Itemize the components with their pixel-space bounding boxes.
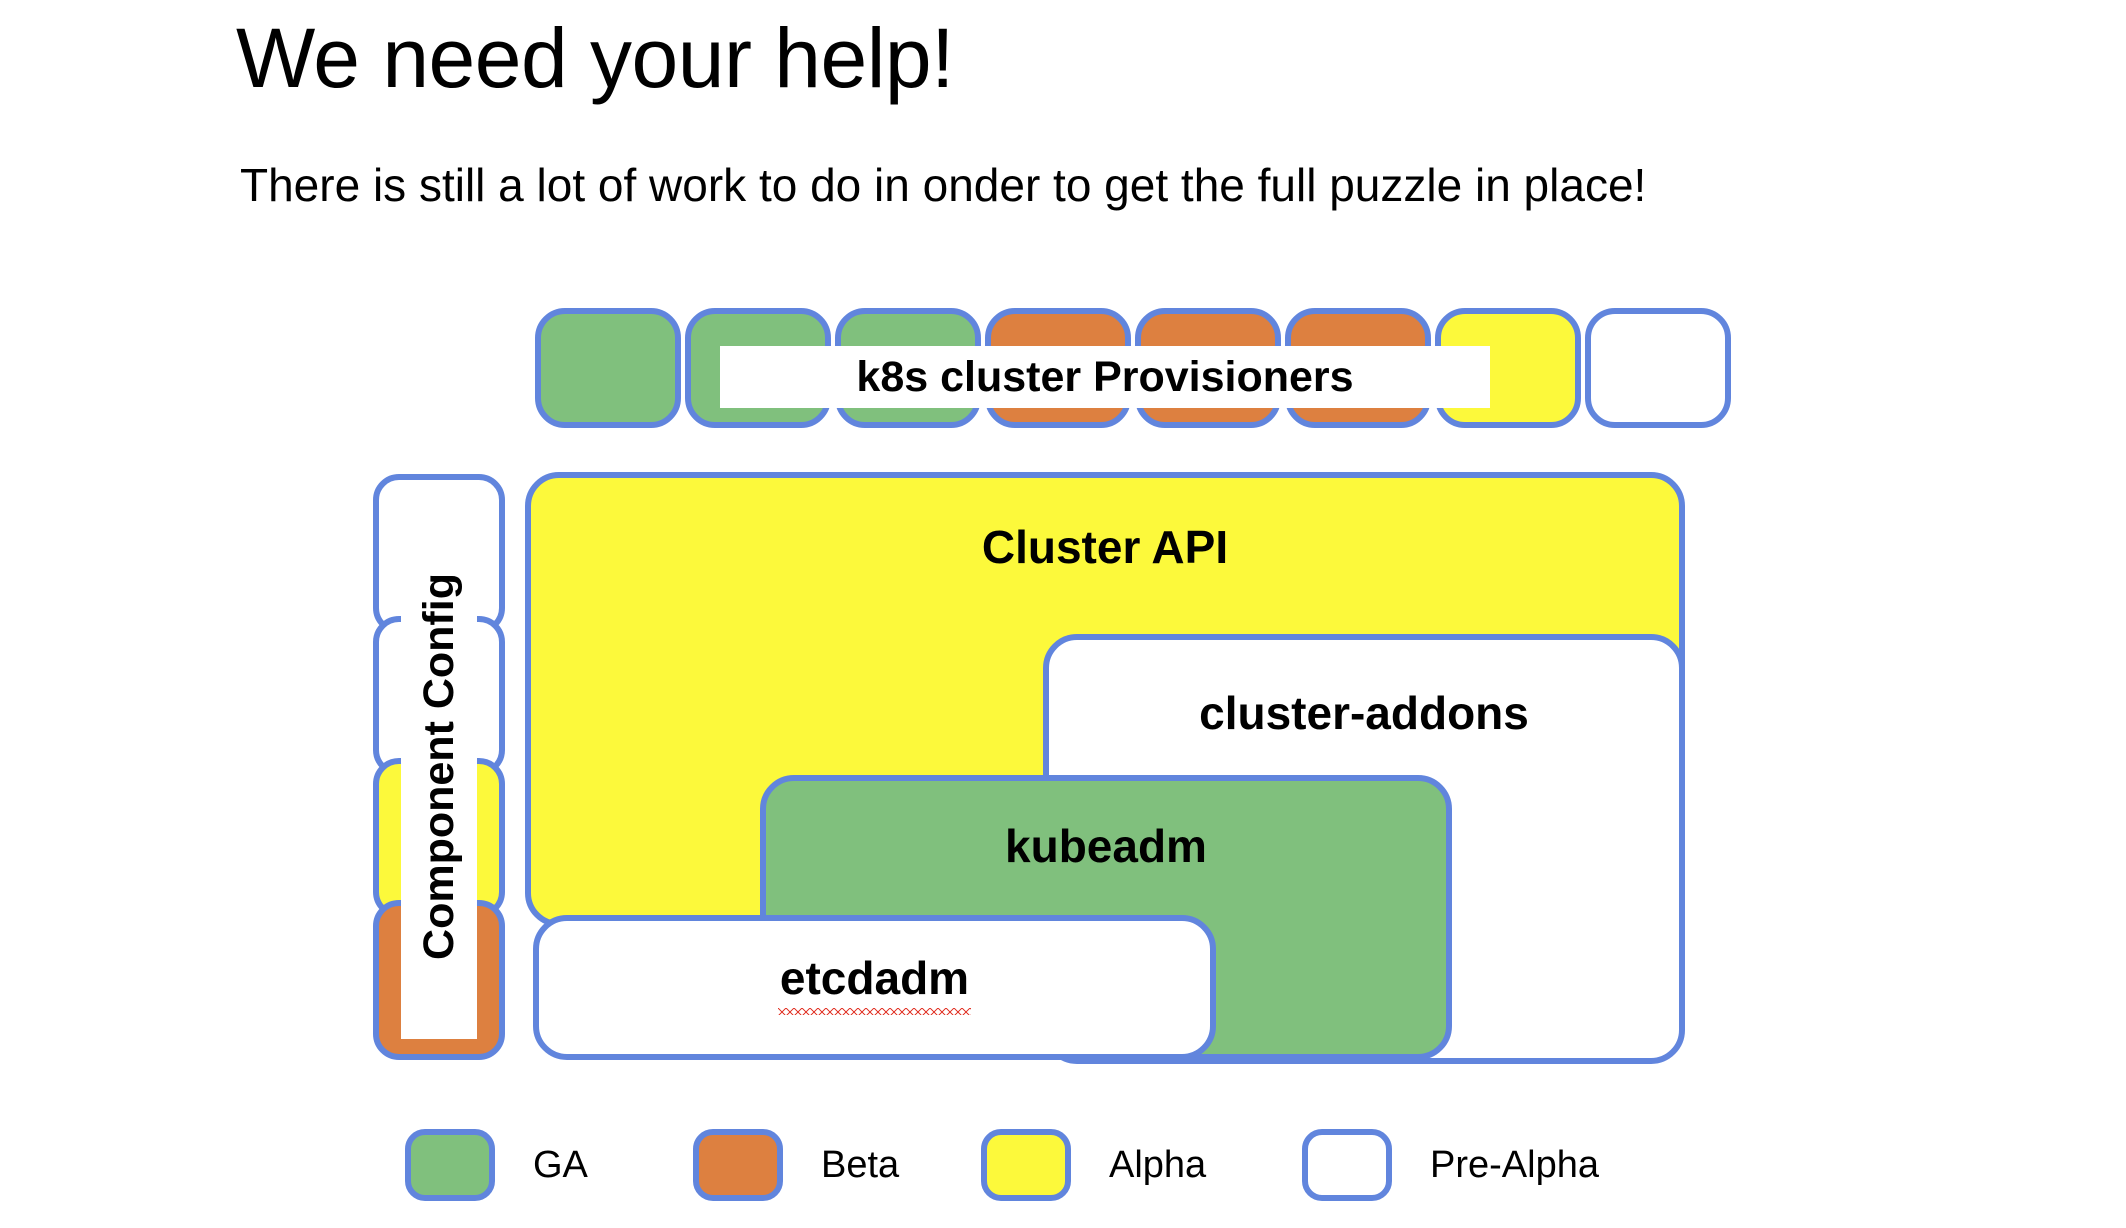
provisioner-box-8[interactable] xyxy=(1585,308,1731,428)
provisioner-box-7[interactable] xyxy=(1435,308,1581,428)
legend-swatch-alpha xyxy=(981,1129,1071,1201)
node-etcdadm[interactable]: etcdadm xyxy=(533,915,1216,1060)
provisioner-row-label: k8s cluster Provisioners xyxy=(720,346,1490,408)
node-cluster-addons-label: cluster-addons xyxy=(1199,687,1529,739)
provisioner-box-1[interactable] xyxy=(535,308,681,428)
legend-item-alpha: Alpha xyxy=(981,1125,1206,1205)
node-cluster-api-label: Cluster API xyxy=(981,521,1229,573)
component-config-label-text: Component Config xyxy=(414,573,463,960)
legend-label-alpha: Alpha xyxy=(1109,1143,1207,1186)
legend: GA Beta Alpha Pre-Alpha xyxy=(405,1125,1695,1210)
legend-label-ga: GA xyxy=(533,1143,588,1186)
legend-swatch-ga xyxy=(405,1129,495,1201)
component-config-label: Component Config xyxy=(401,494,477,1039)
legend-label-pre-alpha: Pre-Alpha xyxy=(1430,1143,1599,1186)
legend-label-beta: Beta xyxy=(821,1143,900,1186)
node-kubeadm-label: kubeadm xyxy=(1005,820,1207,872)
component-config-column: Component Config xyxy=(373,474,505,1060)
legend-swatch-pre-alpha xyxy=(1302,1129,1392,1201)
provisioner-row: k8s cluster Provisioners xyxy=(535,308,1731,428)
slide-subtitle: There is still a lot of work to do in on… xyxy=(240,159,1647,211)
node-etcdadm-label-text: etcdadm xyxy=(777,952,972,1015)
node-etcdadm-label: etcdadm xyxy=(539,951,1210,1015)
legend-item-pre-alpha: Pre-Alpha xyxy=(1302,1125,1599,1205)
page-title: We need your help! xyxy=(236,11,954,105)
legend-item-beta: Beta xyxy=(693,1125,899,1205)
legend-item-ga: GA xyxy=(405,1125,588,1205)
legend-swatch-beta xyxy=(693,1129,783,1201)
